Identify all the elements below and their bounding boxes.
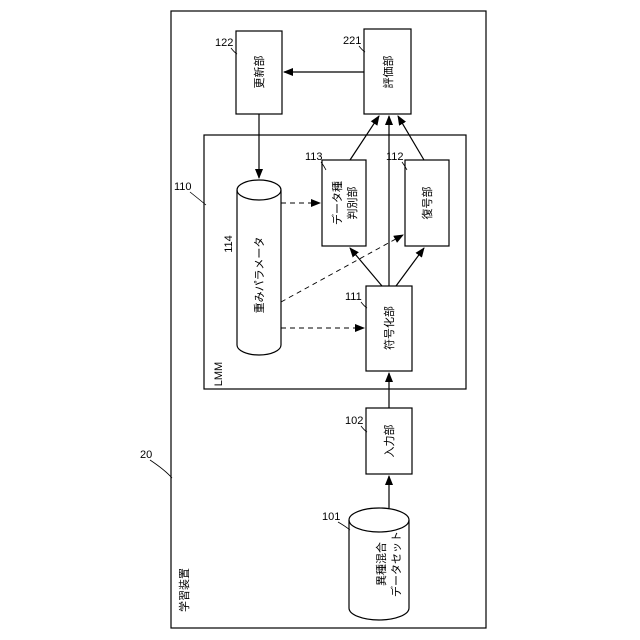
learning-device-ref-leader (150, 460, 172, 478)
decoder-label: 復号部 (420, 187, 434, 220)
discriminator-ref: 113 (305, 151, 323, 163)
dataset-ref-leader (338, 522, 350, 530)
discriminator-label-2: 判別部 (345, 187, 359, 220)
discriminator-box (322, 160, 366, 246)
input-unit-ref: 102 (345, 415, 363, 427)
updater-ref: 122 (215, 37, 233, 49)
weights-ref: 114 (223, 235, 235, 253)
learning-device-label: 学習装置 (177, 568, 191, 612)
evaluator-ref: 221 (343, 35, 361, 47)
input-unit-label: 入力部 (382, 425, 396, 458)
arrow-discriminator-to-evaluator (350, 116, 379, 160)
weights-label: 重みパラメータ (252, 237, 266, 314)
dataset-label-1: 異種混合 (374, 542, 388, 586)
evaluator-label: 評価部 (381, 56, 395, 89)
learning-device-ref: 20 (140, 449, 152, 461)
dataset-ref: 101 (322, 511, 340, 523)
discriminator-label-1: データ種 (330, 181, 344, 225)
dataset-label-2: データセット (389, 531, 403, 597)
arrow-encoder-to-discriminator (350, 248, 382, 286)
encoder-label: 符号化部 (382, 306, 396, 350)
learning-device-frame (171, 11, 486, 628)
arrow-encoder-to-decoder (396, 248, 424, 286)
lmm-ref: 110 (174, 181, 192, 193)
updater-label: 更新部 (252, 56, 266, 89)
lmm-label: LMM (213, 362, 225, 386)
encoder-ref: 111 (345, 291, 362, 303)
